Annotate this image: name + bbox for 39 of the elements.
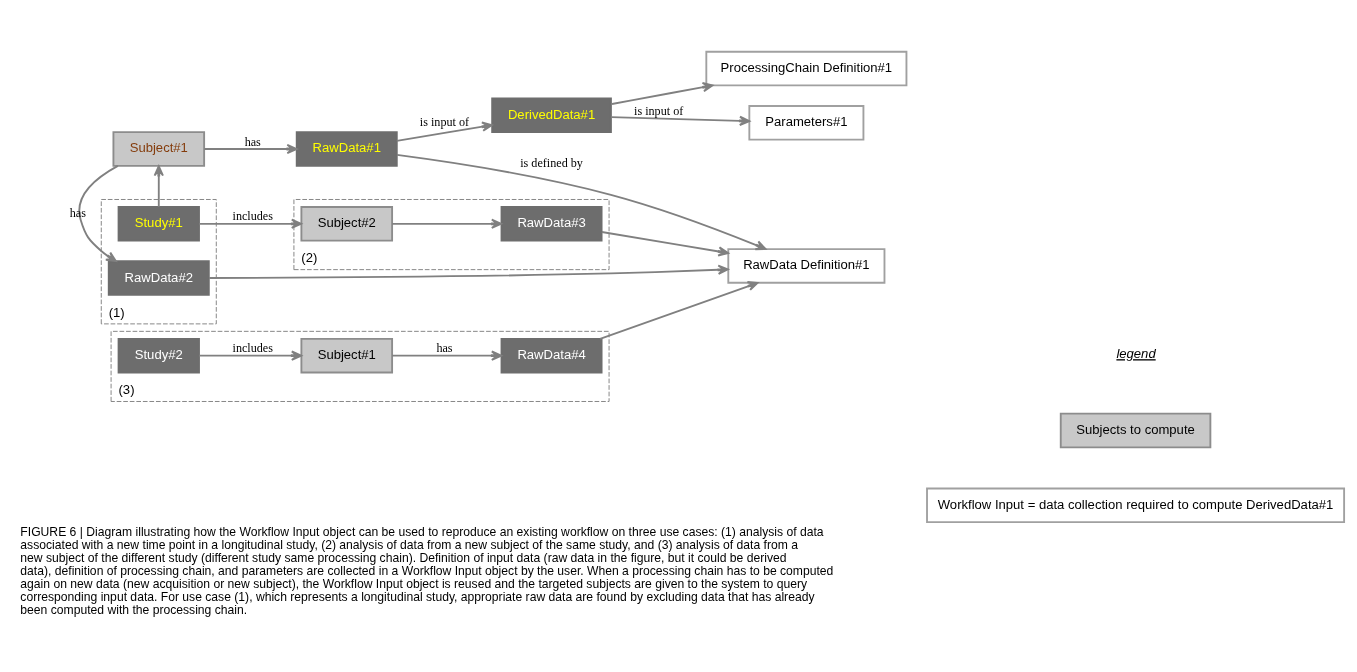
edge-label: has bbox=[69, 205, 86, 220]
node-box: RawData#3 bbox=[500, 205, 603, 242]
caption: FIGURE 6 | Diagram illustrating how the Workflow Input object can be used to reproduce an existing workflow on three use cases: (1) analysis of data associated with a new time point in a longitudinal study, (2) analysis of data from a new subject of the same study, and (3) analysis of data from a new subject of the different study (different study same processing chain). Definition of input data (raw data in the figure, but it could be derived data), definition of processing chain, and parameters are collected in a Workflow Input object by the user. When a processing chain has to be computed again on new data (new acquisition or new subject), the Workflow Input object is reused and the targeted subjects are given to the system to query corresponding input data. For use case (1), which represents a longitudinal study, appropriate raw data are found by excluding data that has already been computed with the processing chain. bbox=[20, 524, 834, 617]
legend-label: Subjects to compute bbox=[1076, 421, 1195, 437]
node-box: RawData#4 bbox=[500, 337, 603, 373]
arrow bbox=[198, 218, 303, 229]
node-box: Subject#2 bbox=[300, 205, 394, 242]
legend-label: Workflow Input = data collection required to compute DerivedData#1 bbox=[937, 496, 1334, 512]
edge-label: has bbox=[244, 134, 261, 149]
node-box: ProcessingChain Definition#1 bbox=[705, 50, 908, 86]
arrow bbox=[599, 280, 759, 340]
edge-label: has bbox=[436, 340, 453, 355]
arrow bbox=[78, 164, 119, 262]
arrow bbox=[610, 81, 714, 105]
edge-label: includes bbox=[232, 340, 273, 355]
node-box: Study#1 bbox=[117, 205, 200, 242]
edge-label: is input of bbox=[634, 103, 684, 118]
arrow bbox=[395, 121, 493, 142]
edge-label: includes bbox=[232, 208, 273, 223]
edge-label: is defined by bbox=[520, 155, 583, 170]
arrow bbox=[391, 218, 503, 229]
arrow bbox=[396, 153, 767, 250]
label: legend bbox=[1116, 345, 1156, 361]
arrow bbox=[153, 164, 164, 208]
edge-label: is input of bbox=[419, 114, 470, 129]
arrow bbox=[610, 115, 751, 126]
arrow bbox=[208, 264, 729, 279]
node-box: Subject#1 bbox=[112, 130, 206, 167]
arrow bbox=[600, 230, 729, 257]
arrow bbox=[391, 350, 503, 361]
arrow bbox=[198, 350, 303, 361]
node-box: RawData Definition#1 bbox=[727, 247, 886, 284]
node-box: Parameters#1 bbox=[748, 104, 865, 141]
node-box: Study#2 bbox=[117, 337, 200, 373]
node-box: RawData#1 bbox=[295, 130, 398, 167]
node-box: Subject#1 bbox=[300, 337, 394, 373]
arrow bbox=[203, 143, 298, 154]
node-box: RawData#2 bbox=[107, 259, 210, 296]
node-box: DerivedData#1 bbox=[491, 97, 612, 133]
